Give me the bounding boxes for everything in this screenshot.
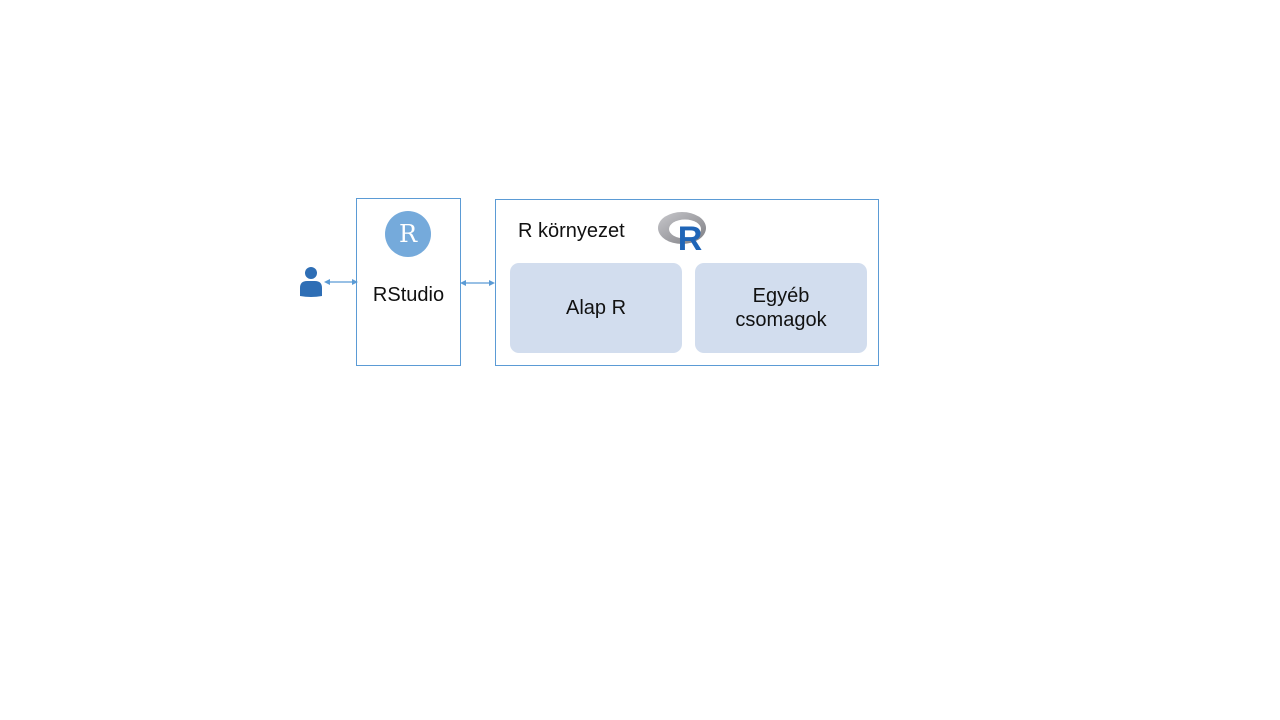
- other-packages-box: Egyéb csomagok: [695, 263, 867, 353]
- r-logo-letter: R: [678, 220, 703, 251]
- bidirectional-arrow-icon: [460, 280, 495, 286]
- r-environment-box: R környezet R Alap R Egyéb csomagok: [495, 199, 879, 366]
- other-packages-label-line1: Egyéb: [752, 285, 810, 307]
- rstudio-logo-icon: R: [385, 211, 431, 257]
- rstudio-box: R RStudio: [356, 198, 461, 366]
- rstudio-logo-letter: R: [399, 220, 418, 248]
- person-icon: [300, 267, 322, 297]
- r-environment-title: R környezet: [518, 220, 625, 242]
- other-packages-label-line2: csomagok: [735, 309, 827, 331]
- r-logo-icon: R: [658, 212, 706, 251]
- bidirectional-arrow-icon: [324, 279, 358, 285]
- base-r-box: Alap R: [510, 263, 682, 353]
- base-r-label: Alap R: [565, 297, 627, 319]
- rstudio-label: RStudio: [372, 284, 445, 306]
